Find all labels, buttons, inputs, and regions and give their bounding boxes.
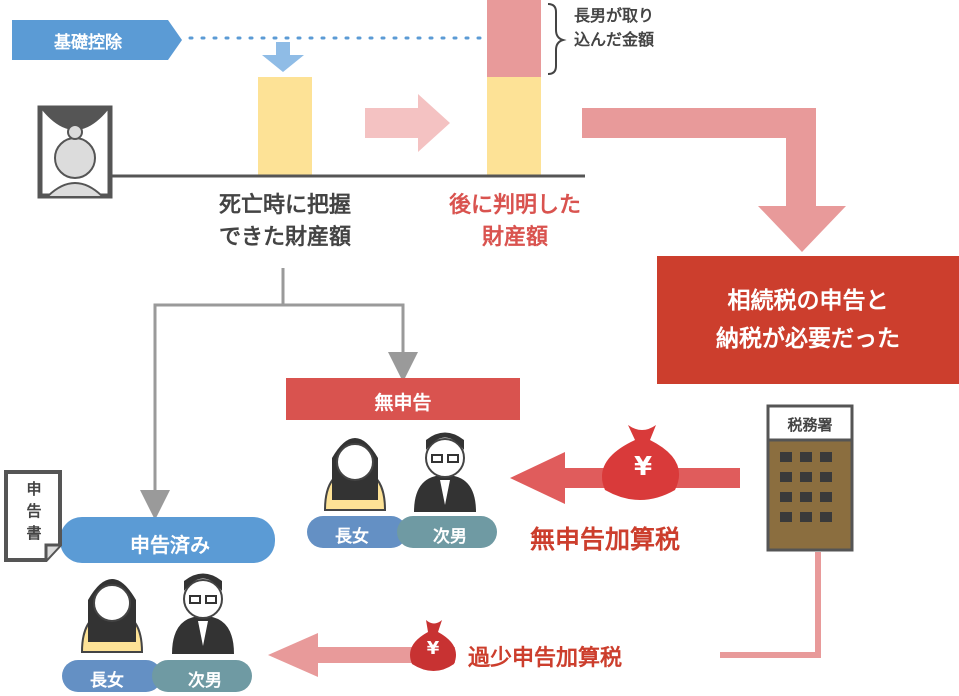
document-label: 申 告 書 xyxy=(16,478,52,544)
known-estate-line2: できた財産額 xyxy=(218,225,351,250)
eldest-daughter-avatar-unfiled xyxy=(323,438,387,511)
result-box xyxy=(657,256,959,384)
eldest-daughter-label-filed: 長女 xyxy=(90,671,124,691)
deduction-label: 基礎控除 xyxy=(54,33,122,53)
second-son-pill-filed xyxy=(152,660,252,692)
money-bag-icon xyxy=(601,425,680,500)
under-filing-line xyxy=(720,552,821,658)
bracket-note: 長男が取り 込んだ金額 xyxy=(574,4,654,52)
document-char-3: 書 xyxy=(26,524,42,542)
filed-banner xyxy=(60,517,275,563)
discovered-estate-bar xyxy=(487,77,541,175)
deceased-portrait-icon xyxy=(37,105,113,199)
right-arrow-icon xyxy=(365,94,450,152)
bracket-note-line1: 長男が取り xyxy=(574,6,655,25)
eldest-daughter-label-unfiled: 長女 xyxy=(335,527,369,547)
discovered-estate-line1: 後に判明した xyxy=(448,193,581,218)
result-box-text: 相続税の申告と 納税が必要だった xyxy=(657,282,959,358)
known-estate-label: 死亡時に把握 できた財産額 xyxy=(180,190,390,254)
second-son-label-filed: 次男 xyxy=(188,671,222,691)
yen-symbol-large: ¥ xyxy=(633,452,653,482)
second-son-label-unfiled: 次男 xyxy=(433,527,467,547)
filed-label: 申告済み xyxy=(130,533,210,557)
known-estate-line1: 死亡時に把握 xyxy=(218,193,351,218)
bracket-note-line2: 込んだ金額 xyxy=(574,30,655,49)
bracket-icon xyxy=(547,3,567,75)
discovered-estate-line2: 財産額 xyxy=(481,225,548,250)
no-filing-label: 無申告 xyxy=(374,392,432,414)
second-son-pill-unfiled xyxy=(397,516,497,548)
document-char-2: 告 xyxy=(26,502,42,520)
discovered-estate-label: 後に判明した 財産額 xyxy=(410,190,620,254)
document-char-1: 申 xyxy=(26,480,42,498)
flow-line-to-unfiled xyxy=(283,303,418,382)
tax-office-label: 税務署 xyxy=(787,416,833,434)
second-son-avatar-filed xyxy=(172,573,234,654)
known-estate-bar xyxy=(258,77,312,175)
down-arrow-icon xyxy=(262,42,304,72)
no-filing-banner xyxy=(286,378,520,420)
eldest-daughter-pill-filed xyxy=(62,660,162,692)
eldest-daughter-pill-unfiled xyxy=(307,516,407,548)
result-line1: 相続税の申告と xyxy=(727,288,889,314)
filing-document-icon xyxy=(4,470,62,562)
yen-symbol-small: ¥ xyxy=(426,638,440,659)
flow-line-to-filed xyxy=(140,268,285,520)
result-line2: 納税が必要だった xyxy=(716,326,900,352)
money-bag-small-icon xyxy=(410,620,456,671)
tax-office-building-icon xyxy=(766,404,854,552)
deduction-banner xyxy=(12,20,182,60)
bent-arrow-icon xyxy=(582,108,846,252)
second-son-avatar-unfiled xyxy=(414,432,476,512)
taken-amount-bar xyxy=(487,0,541,77)
no-filing-penalty-label: 無申告加算税 xyxy=(530,525,681,554)
eldest-daughter-avatar-filed xyxy=(80,579,144,653)
under-filing-penalty-label: 過少申告加算税 xyxy=(468,646,623,671)
